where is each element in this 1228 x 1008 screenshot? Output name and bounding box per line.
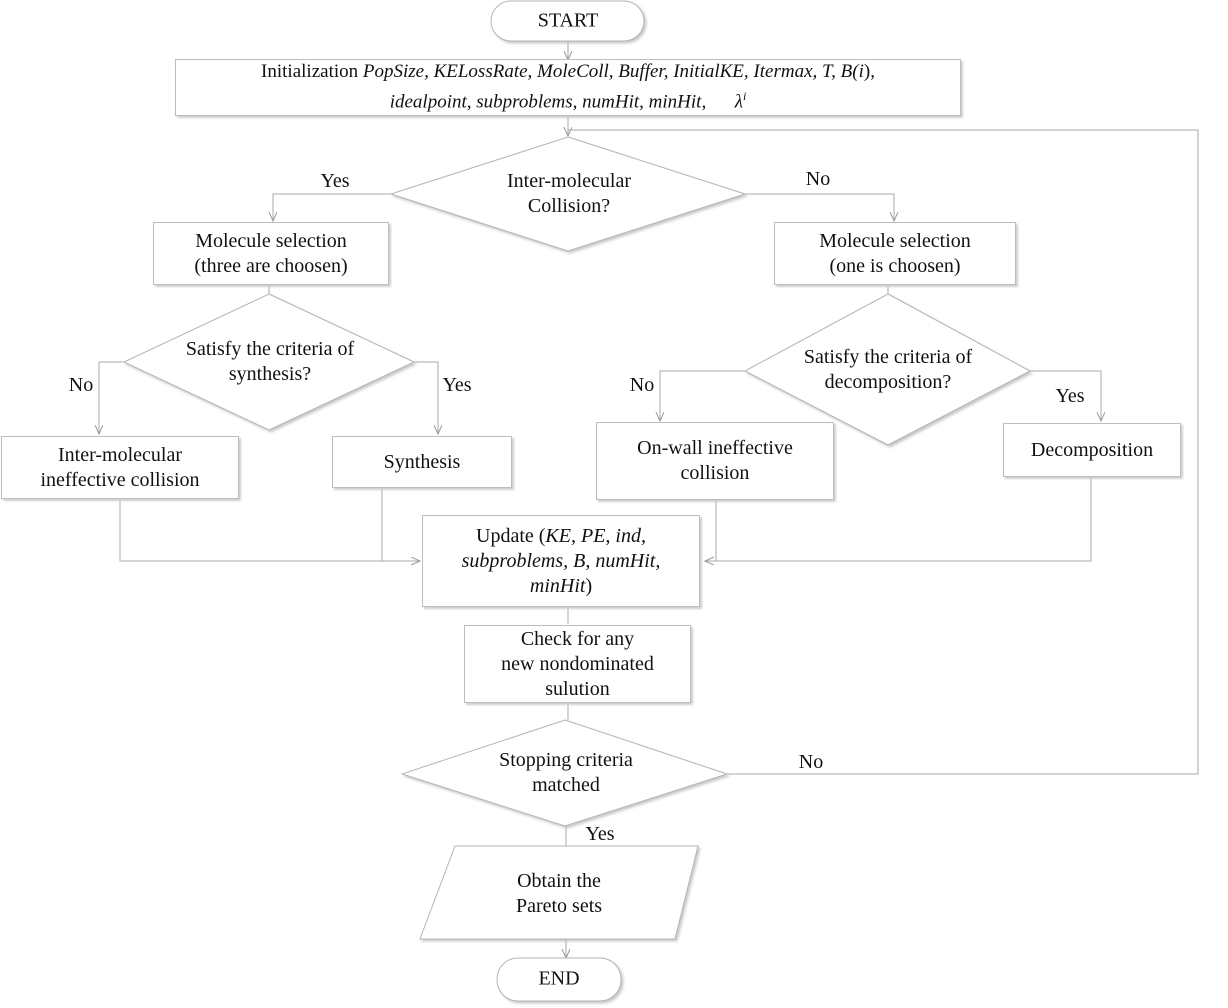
end-terminator: [496, 957, 622, 1002]
decision-decomposition-line2: decomposition?: [824, 371, 952, 393]
decision-collision-shape: [389, 136, 747, 252]
label-yes-stop: Yes: [585, 823, 615, 845]
select-three-line1: Molecule selection: [195, 229, 347, 252]
edge-inter-ineffective-update: [119, 499, 420, 561]
obtain-label: Obtain the Pareto sets: [516, 869, 602, 919]
decision-stop-label: Stopping criteria matched: [499, 748, 633, 798]
decision-collision-line2: Collision?: [527, 195, 611, 217]
label-yes-decomposition: Yes: [1055, 385, 1085, 407]
initialization-box: Initialization PopSize, KELossRate, Mole…: [175, 59, 961, 116]
start-label: START: [537, 9, 599, 32]
synthesis-box: Synthesis: [332, 436, 512, 488]
onwall-line2: collision: [680, 462, 750, 484]
decision-stop-line2: matched: [532, 774, 600, 796]
obtain-parallelogram: [419, 845, 699, 940]
update-params3: minHit: [529, 574, 586, 597]
decision-collision-label: Inter-molecular Collision?: [507, 169, 631, 219]
init-prefix: Initialization: [261, 61, 363, 83]
decision-synthesis-shape: [122, 293, 416, 431]
onwall-box: On-wall ineffective collision: [596, 422, 834, 500]
check-line2: new nondominated: [501, 652, 654, 675]
select-one-line1: Molecule selection: [819, 229, 971, 252]
decision-stop-line1: Stopping criteria: [499, 749, 633, 771]
decision-stop-shape: [400, 719, 729, 827]
label-no-collision: No: [805, 168, 831, 190]
edge-collision-yes: [273, 193, 391, 221]
lambda-symbol: λ: [734, 91, 743, 113]
init-i: i: [858, 61, 864, 83]
update-params2: subproblems, B, numHit,: [461, 549, 661, 572]
update-params1: KE, PE, ind,: [545, 524, 646, 547]
select-one-box: Molecule selection (one is choosen): [774, 222, 1016, 285]
start-terminator: [490, 0, 645, 42]
edge-stop-no-loop: [568, 129, 1199, 775]
edge-decomposition-yes: [1030, 370, 1101, 421]
select-one-line2: (one is choosen): [829, 254, 961, 277]
label-no-decomposition: No: [629, 374, 655, 396]
synthesis-label: Synthesis: [383, 450, 461, 473]
check-line3: sulution: [545, 677, 610, 700]
update-box: Update (KE, PE, ind, subproblems, B, num…: [422, 515, 700, 607]
end-label: END: [538, 967, 580, 990]
decision-decomposition-line1: Satisfy the criteria of: [803, 346, 973, 368]
decision-decomposition-shape: [743, 293, 1032, 446]
inter-ineffective-line2: ineffective collision: [40, 468, 200, 491]
init-params-line2: idealpoint, subproblems, numHit, minHit,: [389, 91, 707, 113]
check-line1: Check for any: [520, 627, 635, 650]
inter-ineffective-box: Inter-molecular ineffective collision: [1, 436, 239, 499]
select-three-box: Molecule selection (three are choosen): [153, 222, 389, 285]
init-params-line1: PopSize, KELossRate, MoleColl, Buffer, I…: [362, 61, 859, 83]
decomposition-label: Decomposition: [1030, 438, 1154, 461]
label-yes-synthesis: Yes: [442, 374, 472, 396]
decision-synthesis-label: Satisfy the criteria of synthesis?: [186, 337, 354, 387]
decision-collision-line1: Inter-molecular: [507, 170, 631, 192]
update-suffix: ): [585, 574, 593, 597]
decision-synthesis-line1: Satisfy the criteria of: [185, 338, 355, 360]
select-three-line2: (three are choosen): [194, 254, 348, 277]
obtain-line1: Obtain the: [517, 870, 601, 892]
obtain-line2: Pareto sets: [515, 895, 603, 917]
decision-decomposition-label: Satisfy the criteria of decomposition?: [804, 345, 972, 395]
update-prefix: Update (: [476, 524, 546, 547]
edge-decomposition-update: [705, 477, 1092, 561]
edge-collision-no: [745, 193, 894, 221]
label-yes-collision: Yes: [320, 170, 350, 192]
edge-synthesis-no: [99, 361, 124, 434]
edge-decomposition-no: [660, 370, 745, 421]
decomposition-box: Decomposition: [1003, 423, 1181, 477]
init-close: ),: [863, 61, 875, 83]
edge-synthesis-yes: [414, 361, 438, 434]
onwall-line1: On-wall ineffective: [637, 437, 793, 459]
inter-ineffective-line1: Inter-molecular: [58, 443, 182, 466]
check-box: Check for any new nondominated sulution: [464, 625, 691, 703]
decision-synthesis-line2: synthesis?: [228, 363, 312, 385]
lambda-superscript: i: [742, 89, 747, 104]
label-no-stop: No: [798, 751, 824, 773]
label-no-synthesis: No: [68, 374, 94, 396]
